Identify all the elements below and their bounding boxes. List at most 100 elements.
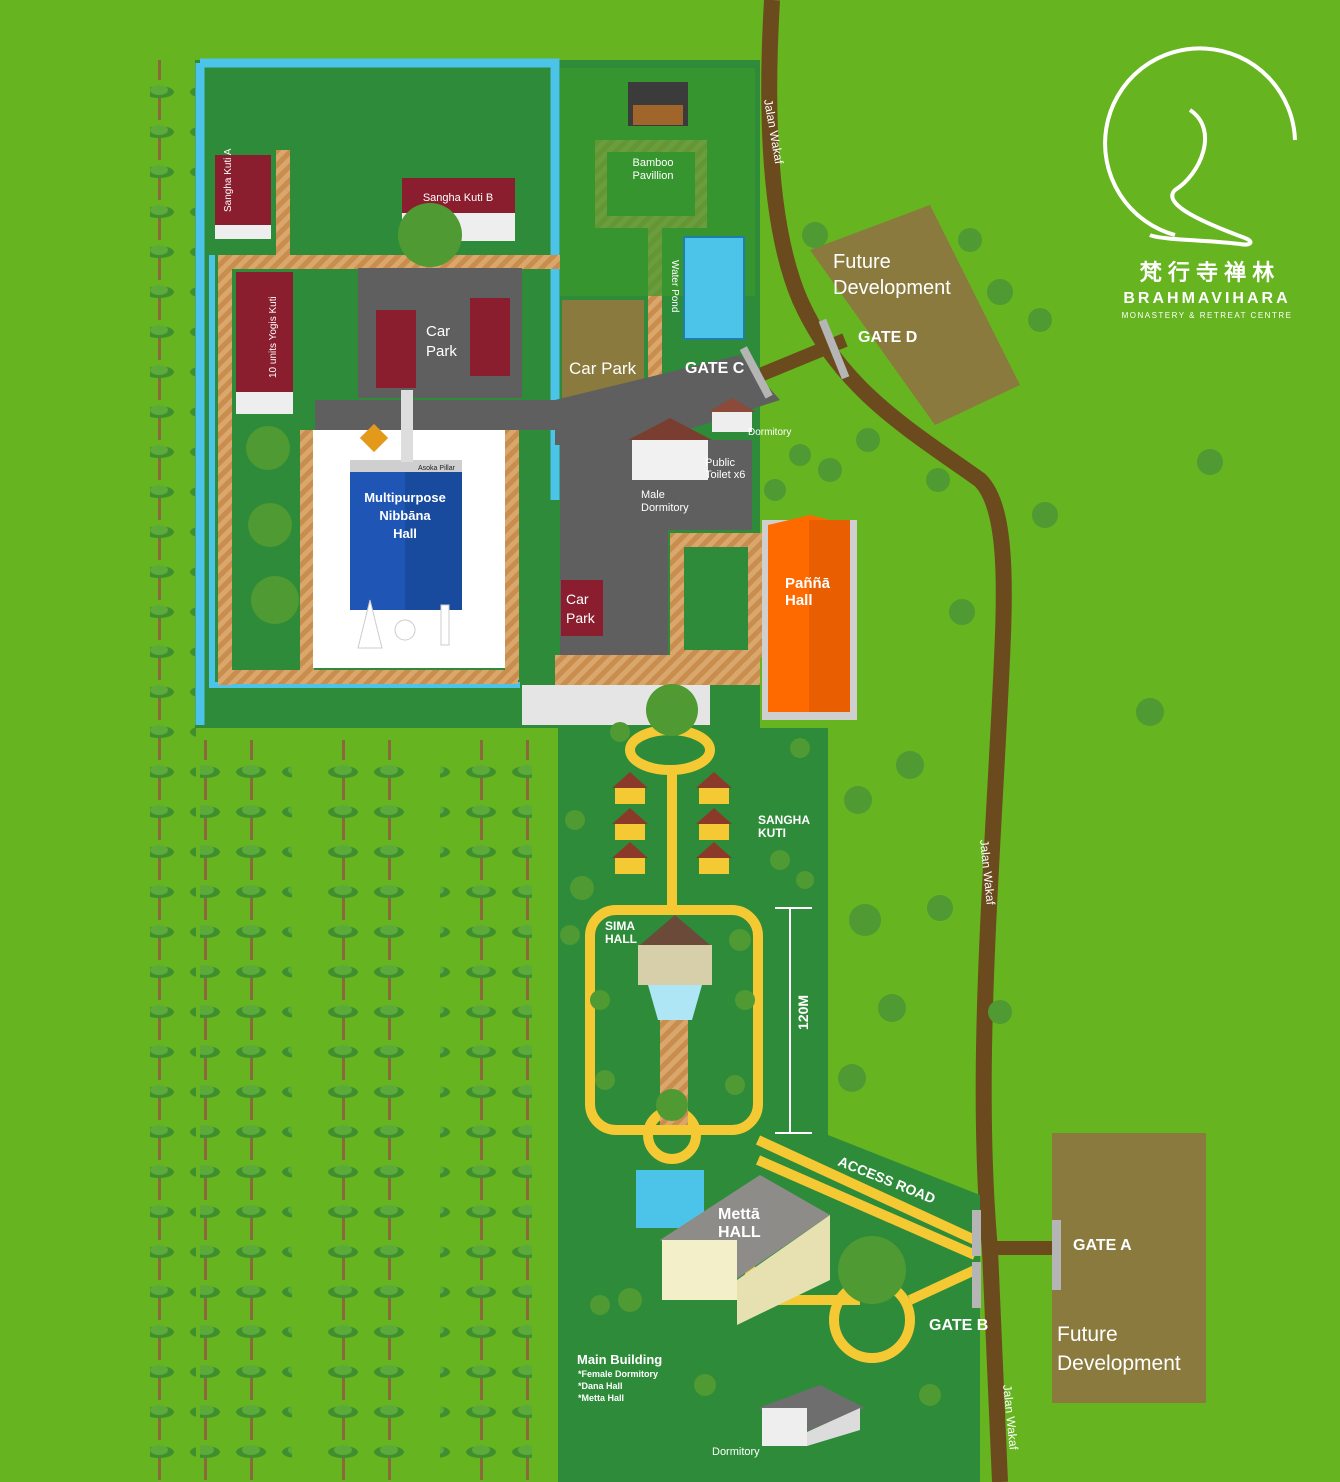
metta-hall-line1: Mettā: [718, 1206, 760, 1223]
sima-hall-line1: SIMA: [605, 919, 635, 933]
car-park-kuti-1: [376, 310, 416, 388]
brick-path-west: [218, 255, 232, 685]
gate-c-bar: [739, 346, 773, 399]
sangha-kuti-cluster: [612, 772, 732, 874]
access-lane-west: [315, 400, 560, 430]
sima-hall-line2: HALL: [605, 932, 637, 946]
shrine-marker: [359, 423, 389, 453]
future-dev-north-line1: Future: [833, 251, 891, 273]
palm-grove-1: [200, 740, 292, 1480]
sangha-kuti-a-building: [215, 155, 271, 237]
tree-cluster: [246, 203, 1223, 1406]
car-park-center-line1: Car: [426, 323, 450, 340]
stupa-label: Stupa: [358, 657, 379, 666]
logo-name: BRAHMAVIHARA: [1123, 290, 1290, 307]
public-toilet-line1: Public: [705, 457, 735, 469]
dormitory-top-roof: [708, 398, 756, 412]
dormitory-bottom-side: [807, 1408, 860, 1446]
dormitory-top-label: Dormitory: [748, 427, 791, 438]
bamboo-pavillion-line1: Bamboo: [633, 157, 674, 169]
asoka-pillar-label: Asoka Pillar: [418, 465, 456, 472]
gate-b-bar-lower: [972, 1262, 981, 1308]
sangha-kuti-line1: SANGHA: [758, 813, 810, 827]
south-pond: [636, 1170, 704, 1228]
stupa-icon: [357, 599, 383, 649]
metta-hall-line2: HALL: [718, 1224, 761, 1241]
sangha-kuti-line2: KUTI: [758, 826, 786, 840]
brick-path-east: [505, 430, 519, 680]
nibbana-hall-roof-shade: [405, 465, 462, 610]
future-dev-east-line2: Development: [1057, 1352, 1181, 1375]
buddha-statue-icon: [394, 619, 416, 641]
palm-row-west: [150, 60, 196, 1480]
moat-inner: [209, 255, 520, 688]
car-park-center-line2: Park: [426, 343, 457, 360]
asoka-pillar-base: [350, 460, 462, 472]
panna-hall-line1: Paññā: [785, 575, 831, 592]
yogis-kuti-label: 10 units Yogis Kuti: [268, 296, 279, 378]
yogis-kuti-building: [236, 272, 293, 394]
buddha-label: Buddha: [389, 657, 417, 666]
brand-logo: 梵 行 寺 禅 林 BRAHMAVIHARA MONASTERY & RETRE…: [1103, 46, 1297, 320]
future-dev-north-line2: Development: [833, 277, 951, 299]
brick-path-south: [218, 670, 518, 684]
nibbana-hall-line1: Multipurpose: [364, 490, 446, 505]
sangha-kuti-b-label: Sangha Kuti B: [423, 192, 493, 204]
logo-tagline: MONASTERY & RETREAT CENTRE: [1122, 311, 1293, 320]
metta-hall-side: [737, 1215, 830, 1325]
gate-c-label: GATE C: [685, 360, 745, 377]
standing-buddha-line1: Standing: [435, 655, 459, 661]
car-park-east-label: Car Park: [569, 359, 637, 378]
nibbana-hall-line3: Hall: [393, 526, 417, 541]
gate-d-label: GATE D: [858, 329, 917, 346]
access-lane-gate-c: [555, 355, 780, 445]
car-park-small-line1: Car: [566, 591, 589, 607]
main-building-item-1: *Female Dormitory: [578, 1369, 658, 1379]
car-park-small-line2: Park: [566, 610, 596, 626]
male-dormitory-line1: Male: [641, 489, 665, 501]
main-road: [761, 0, 1012, 1482]
bamboo-pavillion-line2: Pavillion: [633, 170, 674, 182]
water-pond: [683, 236, 745, 340]
dormitory-bottom-label: Dormitory: [712, 1446, 760, 1458]
road-label-middle: Jalan Wakaf: [977, 839, 998, 906]
moat-north: [200, 58, 560, 500]
panna-hall-line2: Hall: [785, 592, 813, 609]
distance-label: 120M: [795, 995, 811, 1030]
male-dormitory-line2: Dormitory: [641, 502, 689, 514]
brick-path-panna: [555, 655, 760, 685]
standing-buddha-icon: [440, 604, 450, 646]
nibbana-hall-line2: Nibbāna: [379, 508, 431, 523]
water-pond-label: Water Pond: [669, 260, 680, 312]
male-dormitory-house: [632, 440, 708, 480]
future-development-north: [810, 205, 1020, 425]
logo-circle-icon: [1103, 46, 1297, 237]
gate-a-bar: [1052, 1220, 1061, 1290]
sima-hall-building: [638, 945, 712, 985]
male-dormitory-roof: [628, 418, 712, 440]
logo-chinese: 梵 行 寺 禅 林: [1140, 260, 1274, 285]
car-park-small-building: [561, 580, 603, 636]
sima-hall-roof: [640, 915, 710, 945]
sangha-kuti-a-label: Sangha Kuti A: [223, 148, 234, 212]
metta-hall-front: [662, 1240, 737, 1300]
car-park-kuti-2: [470, 298, 510, 376]
palm-grove-3: [440, 740, 532, 1480]
palm-grove-2: [320, 740, 412, 1480]
panna-lawn: [684, 547, 748, 650]
future-dev-east-line1: Future: [1057, 1323, 1118, 1346]
main-building-item-3: *Metta Hall: [578, 1393, 624, 1403]
public-toilet-line2: Toilet x6: [705, 469, 745, 481]
future-development-east: [1052, 1133, 1206, 1403]
meditator-logo-icon: [1149, 108, 1253, 247]
road-label-top: Jalan Wakaf: [761, 98, 786, 166]
yogis-kuti-base: [236, 392, 293, 414]
bamboo-pavillion-deck: [633, 105, 683, 125]
gate-b-bar-upper: [972, 1210, 981, 1256]
main-building-item-2: *Dana Hall: [578, 1381, 623, 1391]
asoka-pillar: [401, 390, 413, 462]
dormitory-top-house: [712, 412, 752, 432]
standing-buddha-line2: Buddha: [436, 662, 457, 668]
